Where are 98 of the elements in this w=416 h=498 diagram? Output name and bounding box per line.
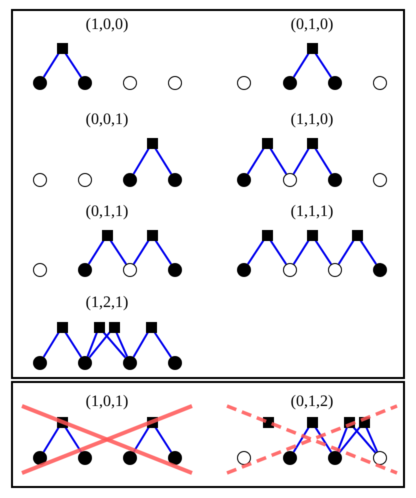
tuple-label: (1,0,0) — [86, 16, 128, 34]
open-circle — [33, 263, 47, 277]
square-node — [306, 42, 318, 54]
filled-circle — [33, 356, 47, 370]
connector-line — [132, 332, 149, 358]
open-circle — [123, 263, 137, 277]
filled-circle — [78, 76, 92, 90]
connector-line — [292, 52, 310, 78]
connector-line — [88, 240, 105, 265]
open-circle — [237, 76, 251, 90]
connector-line — [314, 148, 332, 175]
connector-line — [314, 52, 332, 78]
filled-circle — [237, 173, 251, 187]
connector-line — [246, 148, 265, 175]
filled-circle — [328, 451, 342, 465]
connector-line — [269, 239, 287, 265]
square-node — [262, 138, 272, 148]
filled-circle — [33, 76, 47, 90]
filled-circle — [283, 451, 297, 465]
open-circle — [328, 263, 342, 277]
connector-line — [42, 426, 60, 453]
filled-circle — [78, 263, 92, 277]
square-node — [108, 322, 120, 332]
connector-line — [102, 330, 126, 358]
connector-line — [88, 331, 112, 358]
filled-circle — [237, 263, 251, 277]
filled-circle — [168, 356, 182, 370]
tuple-label: (0,1,1) — [86, 203, 128, 221]
tuple-label: (0,1,0) — [290, 16, 334, 34]
open-circle — [283, 173, 297, 187]
connector-line — [314, 426, 332, 453]
filled-circle — [33, 451, 47, 465]
connector-line — [366, 427, 378, 452]
connector-line — [154, 426, 172, 453]
square-node — [94, 322, 104, 332]
connector-line — [64, 52, 82, 78]
panel-frame — [11, 9, 405, 379]
open-circle — [373, 451, 387, 465]
connector-line — [116, 332, 128, 358]
connector-line — [64, 426, 82, 453]
square-node — [306, 416, 318, 428]
filled-circle — [78, 451, 92, 465]
connector-line — [132, 148, 150, 174]
square-node — [352, 230, 362, 240]
connector-line — [86, 332, 98, 357]
filled-circle — [168, 173, 182, 187]
open-circle — [78, 173, 92, 187]
connector-line — [359, 239, 377, 265]
tuple-label: (0,1,2) — [290, 393, 334, 411]
filled-circle — [373, 263, 387, 277]
connector-line — [109, 239, 127, 265]
connector-line — [338, 240, 355, 265]
connector-line — [338, 426, 362, 454]
open-circle — [33, 173, 47, 187]
square-node — [306, 138, 318, 148]
connector-line — [314, 239, 332, 265]
square-node — [56, 322, 68, 332]
square-node — [146, 138, 158, 148]
connector-line — [154, 331, 172, 358]
filled-circle — [78, 356, 92, 370]
connector-line — [64, 332, 82, 358]
square-node — [262, 230, 272, 240]
open-circle — [123, 76, 137, 90]
filled-circle — [168, 263, 182, 277]
square-node — [146, 230, 158, 240]
tuple-label: (1,1,1) — [290, 203, 334, 221]
tuple-label: (1,1,0) — [290, 111, 334, 129]
connector-line — [292, 240, 310, 265]
filled-circle — [123, 451, 137, 465]
square-node — [146, 322, 156, 332]
tuple-label: (1,2,1) — [86, 294, 128, 312]
square-node — [306, 230, 318, 240]
connector-line — [292, 426, 310, 453]
filled-circle — [328, 76, 342, 90]
filled-circle — [283, 76, 297, 90]
connector-line — [42, 52, 60, 78]
square-node — [56, 42, 68, 54]
connector-line — [292, 148, 310, 174]
open-circle — [168, 76, 182, 90]
square-node — [102, 230, 112, 240]
filled-circle — [328, 173, 342, 187]
panel-frame — [11, 381, 405, 488]
connector-line — [154, 148, 172, 175]
connector-line — [42, 332, 60, 358]
connector-line — [247, 239, 265, 265]
open-circle — [237, 451, 251, 465]
open-circle — [373, 76, 387, 90]
connector-line — [269, 148, 288, 175]
open-circle — [373, 173, 387, 187]
tuple-label: (0,0,1) — [86, 111, 128, 129]
filled-circle — [168, 451, 182, 465]
tuple-label: (1,0,1) — [86, 393, 128, 411]
connector-line — [132, 240, 150, 265]
connector-line — [352, 426, 376, 454]
connector-line — [154, 239, 172, 265]
open-circle — [283, 263, 297, 277]
filled-circle — [123, 356, 137, 370]
filled-circle — [123, 173, 137, 187]
